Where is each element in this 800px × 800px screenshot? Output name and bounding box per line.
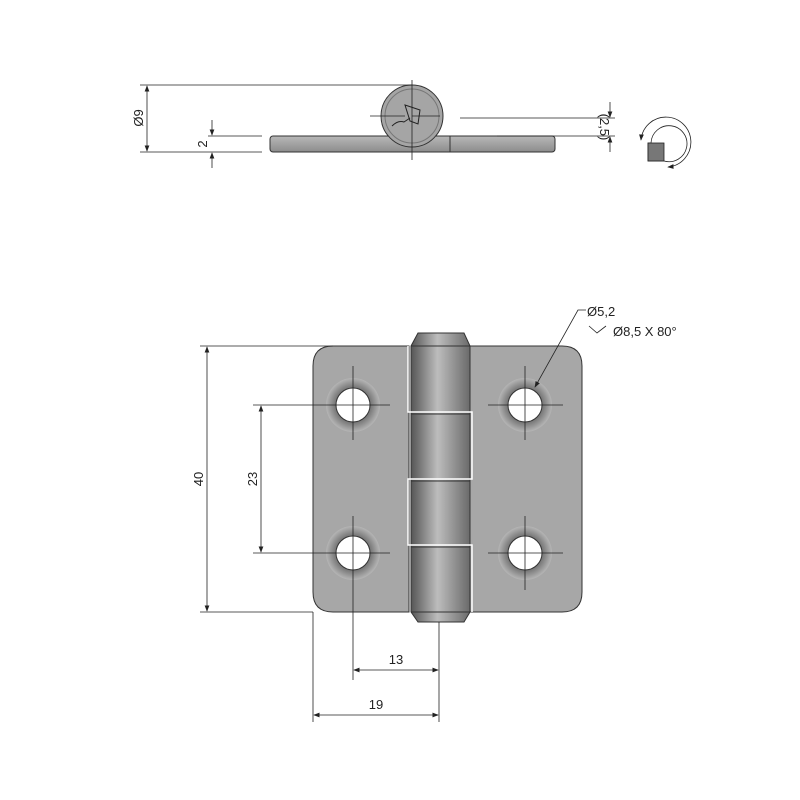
front-view: 40 23 13 19 Ø5,2 Ø8,5 X 80° [191, 304, 677, 722]
dim-diameter: Ø9 [131, 109, 146, 126]
rotate-clockwise-icon [639, 116, 692, 169]
dim-thickness: 2 [195, 140, 210, 147]
dim-hole-spacing: 23 [245, 472, 260, 486]
dim-offset: (2,5) [597, 114, 612, 141]
right-leaf [469, 345, 583, 613]
hole-diameter: Ø5,2 [587, 304, 615, 319]
brand-logo [391, 104, 421, 127]
hinge-pin [407, 332, 473, 623]
dim-height: 40 [191, 472, 206, 486]
dim-edge-to-pin: 19 [369, 697, 383, 712]
countersink-icon [588, 325, 607, 334]
countersink-spec: Ø8,5 X 80° [613, 324, 677, 339]
dim-hole-to-pin: 13 [389, 652, 403, 667]
top-view: Ø9 2 (2,5) [131, 80, 692, 169]
center-lines [253, 366, 563, 722]
